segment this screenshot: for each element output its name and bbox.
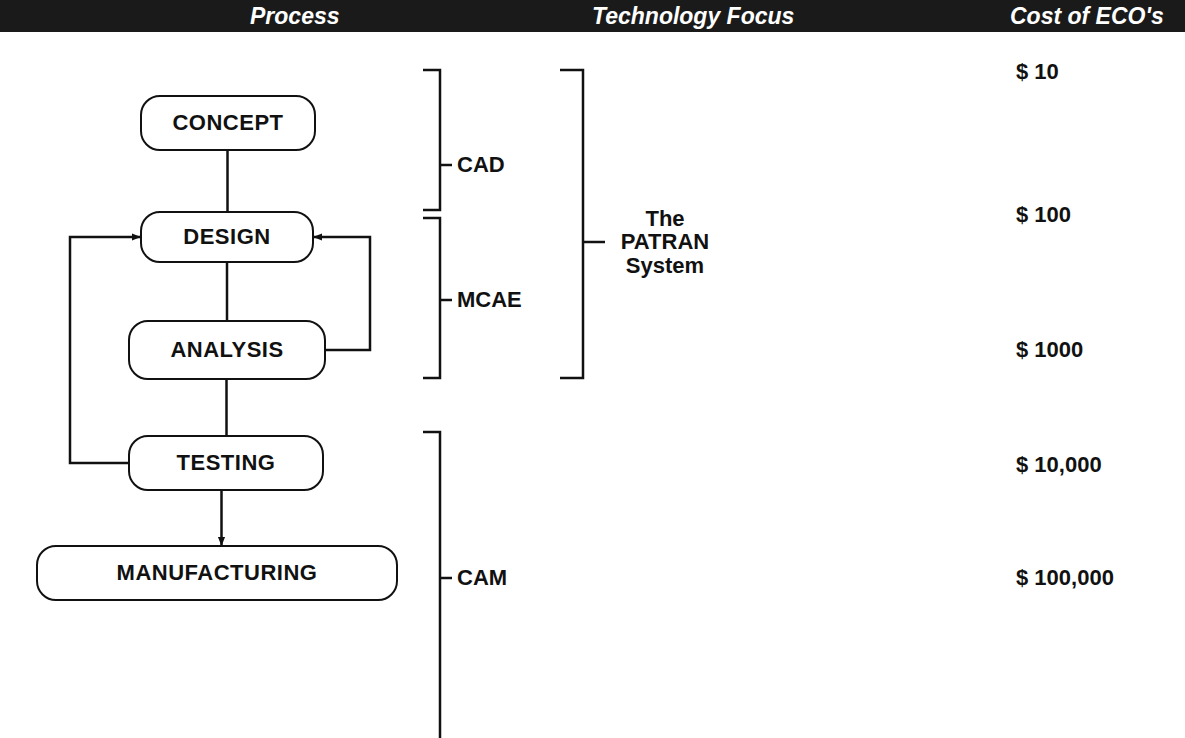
technology-label: MCAE: [457, 287, 522, 313]
eco-cost: $ 100: [1016, 202, 1071, 228]
process-box: CONCEPT: [140, 95, 316, 151]
column-header: Process: [250, 3, 340, 30]
technology-label: CAM: [457, 565, 507, 591]
flow-connector: [220, 491, 223, 545]
process-box: TESTING: [128, 435, 324, 491]
flow-connector: [226, 263, 229, 320]
technology-label: CAD: [457, 152, 505, 178]
flow-connector: [226, 151, 229, 211]
eco-cost: $ 10,000: [1016, 452, 1102, 478]
process-name: MANUFACTURING: [117, 560, 318, 586]
column-header: Technology Focus: [592, 3, 794, 30]
mcae-tick: [440, 299, 452, 302]
patran-tick: [583, 241, 605, 244]
flow-connector: [225, 380, 228, 435]
column-header: Cost of ECO's: [1010, 3, 1164, 30]
eco-cost: $ 10: [1016, 59, 1059, 85]
cad-tick: [440, 164, 452, 167]
mcae-bracket: [423, 218, 440, 378]
process-box: MANUFACTURING: [36, 545, 398, 601]
system-label: The PATRAN System: [610, 207, 720, 276]
cam-bracket: [423, 432, 440, 738]
patran-bracket: [560, 70, 583, 378]
process-name: DESIGN: [183, 224, 270, 250]
process-box: ANALYSIS: [128, 320, 326, 380]
eco-cost: $ 100,000: [1016, 565, 1114, 591]
cad-bracket: [423, 70, 440, 210]
process-name: ANALYSIS: [170, 337, 283, 363]
process-name: TESTING: [177, 450, 276, 476]
header-bar: [0, 0, 1185, 32]
brackets: [423, 70, 605, 738]
eco-cost: $ 1000: [1016, 337, 1083, 363]
cam-tick: [440, 577, 452, 580]
process-name: CONCEPT: [172, 110, 283, 136]
process-box: DESIGN: [140, 211, 314, 263]
